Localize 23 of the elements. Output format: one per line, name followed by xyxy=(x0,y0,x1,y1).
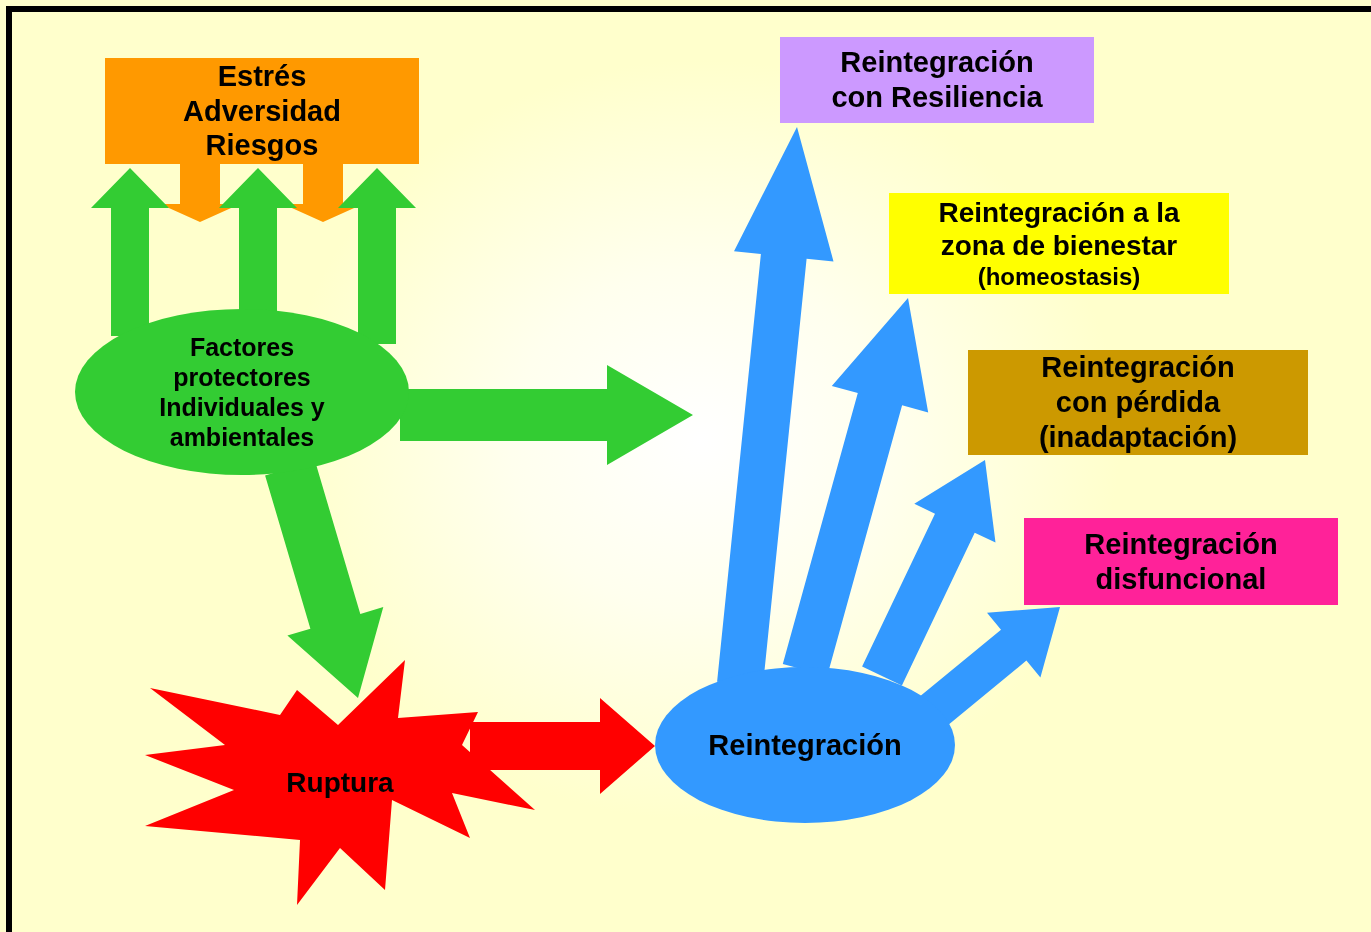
block-arrow xyxy=(400,365,693,465)
stressor-box xyxy=(105,58,419,164)
block-arrow xyxy=(470,698,655,794)
block-arrow xyxy=(219,168,297,312)
node-label: Reintegración con Resiliencia xyxy=(830,45,1044,115)
node-label: Reintegración a la zona de bienestar xyxy=(937,195,1181,263)
node-label: Reintegración xyxy=(708,727,902,763)
outcome-box xyxy=(968,350,1308,455)
outcome-box xyxy=(780,37,1094,123)
block-arrow xyxy=(862,460,996,686)
block-arrow xyxy=(91,168,169,336)
reintegration-ellipse xyxy=(655,667,955,823)
block-arrow xyxy=(338,168,416,344)
outcome-box xyxy=(1024,518,1338,605)
node-sublabel: (homeostasis) xyxy=(977,262,1141,292)
rupture-starburst xyxy=(145,660,535,905)
node-label: Reintegración disfuncional xyxy=(1083,526,1279,597)
node-label: Factores protectores Individuales y ambientales xyxy=(158,332,326,452)
outcome-box xyxy=(889,193,1229,294)
node-label: Estrés Adversidad Riesgos xyxy=(182,58,342,164)
node-label: Reintegración con pérdida (inadaptación) xyxy=(1037,350,1239,455)
node-label: Ruptura xyxy=(286,765,394,800)
protective-factors-ellipse xyxy=(75,309,409,475)
